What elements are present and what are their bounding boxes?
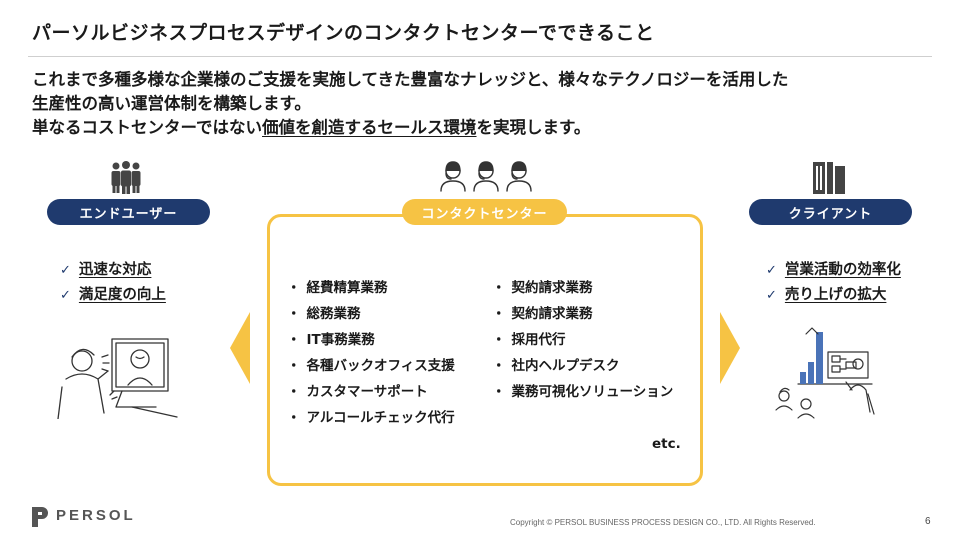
service-item: ・アルコールチェック代行 xyxy=(287,410,455,426)
service-item: ・経費精算業務 xyxy=(287,280,388,296)
service-item: ・契約請求業務 xyxy=(492,306,593,322)
lead-line-3-emphasis: 価値を創造するセールス環境 xyxy=(262,118,477,137)
lead-line-2: 生産性の高い運営体制を構築します。 xyxy=(32,94,311,113)
end-user-check-2: ✓満足度の向上 xyxy=(60,287,166,303)
page-number: 6 xyxy=(925,516,931,527)
service-item: ・総務業務 xyxy=(287,306,361,322)
office-building-icon xyxy=(813,162,845,194)
lead-text: これまで多種多様な企業様のご支援を実施してきた豊富なナレッジと、様々なテクノロジ… xyxy=(32,68,788,140)
contact-center-label: コンタクトセンター xyxy=(402,199,567,225)
check-mark-icon: ✓ xyxy=(766,288,777,303)
operator-headset-icon xyxy=(440,161,532,192)
arrow-right-icon xyxy=(720,312,740,384)
service-item: ・カスタマーサポート xyxy=(287,384,428,400)
check-mark-icon: ✓ xyxy=(60,263,71,278)
lead-line-3-post: を実現します。 xyxy=(476,118,591,137)
end-user-label: エンドユーザー xyxy=(47,199,210,225)
business-growth-illustration xyxy=(775,327,875,419)
service-item: ・各種バックオフィス支援 xyxy=(287,358,455,374)
client-check-2: ✓売り上げの拡大 xyxy=(766,287,887,303)
client-check-1: ✓営業活動の効率化 xyxy=(766,262,901,278)
end-user-check-1: ✓迅速な対応 xyxy=(60,262,152,278)
persol-logo-text: PERSOL xyxy=(56,507,136,524)
check-mark-icon: ✓ xyxy=(60,288,71,303)
lead-line-3: 単なるコストセンターではない価値を創造するセールス環境を実現します。 xyxy=(32,116,788,140)
service-item: ・契約請求業務 xyxy=(492,280,593,296)
arrow-left-icon xyxy=(230,312,250,384)
page-title: パーソルビジネスプロセスデザインのコンタクトセンターでできること xyxy=(32,22,655,44)
lead-line-1: これまで多種多様な企業様のご支援を実施してきた豊富なナレッジと、様々なテクノロジ… xyxy=(32,70,789,89)
service-list-left: ・経費精算業務 ・総務業務 ・IT事務業務 ・各種バックオフィス支援 ・カスタマ… xyxy=(287,276,455,432)
service-item: ・業務可視化ソリューション xyxy=(492,384,674,400)
copyright-text: Copyright © PERSOL BUSINESS PROCESS DESI… xyxy=(510,518,816,527)
service-item: ・採用代行 xyxy=(492,332,566,348)
service-list-right: ・契約請求業務 ・契約請求業務 ・採用代行 ・社内ヘルプデスク ・業務可視化ソリ… xyxy=(492,276,673,406)
service-item: ・社内ヘルプデスク xyxy=(492,358,620,374)
etc-label: etc. xyxy=(652,436,681,452)
people-group-icon xyxy=(111,161,141,194)
persol-logo-icon xyxy=(32,507,48,527)
title-divider xyxy=(28,56,932,57)
client-label: クライアント xyxy=(749,199,912,225)
check-mark-icon: ✓ xyxy=(766,263,777,278)
lead-line-3-pre: 単なるコストセンターではない xyxy=(32,118,263,137)
video-call-illustration xyxy=(57,338,178,419)
service-item: ・IT事務業務 xyxy=(287,332,375,348)
